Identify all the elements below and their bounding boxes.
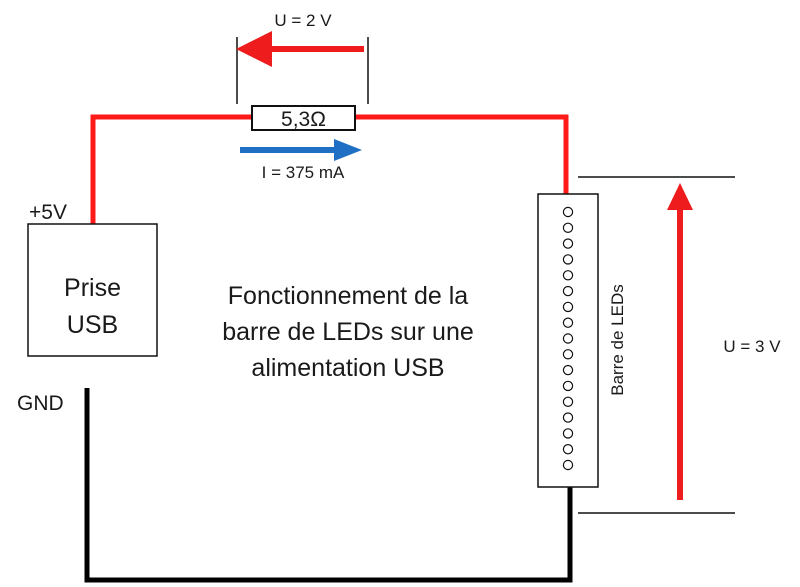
title-line2: barre de LEDs sur une: [222, 318, 474, 346]
led-dot: [562, 254, 574, 265]
led-dot: [562, 396, 574, 407]
led-dot: [562, 428, 574, 439]
led-dot: [562, 222, 574, 233]
led-dot: [562, 270, 574, 281]
usb-socket-label-line2: USB: [67, 311, 118, 339]
resistor-value-label: 5,3Ω: [281, 108, 326, 131]
led-dot: [562, 444, 574, 455]
led-dot: [562, 412, 574, 423]
led-dot: [562, 459, 574, 471]
resistor-body: [251, 105, 356, 131]
led-dot: [562, 317, 574, 328]
led-dots: [562, 206, 574, 471]
resistor-voltage-indicator: U = 2 V: [236, 11, 369, 104]
diagram-title: Fonctionnement de la barre de LEDs sur u…: [222, 282, 474, 382]
led-bar: Barre de LEDs: [537, 193, 627, 488]
led-dot: [562, 301, 574, 313]
led-dot: [562, 380, 574, 392]
positive-wire: [90, 114, 252, 224]
led-dot: [562, 333, 574, 344]
title-line3: alimentation USB: [251, 354, 444, 382]
usb-socket: +5V Prise USB GND: [17, 201, 158, 415]
positive-terminal-label: +5V: [29, 201, 67, 224]
led-dot: [562, 349, 574, 360]
led-voltage-label: U = 3 V: [723, 337, 781, 356]
led-dot: [562, 238, 574, 249]
positive-wire-right: [355, 114, 569, 194]
usb-socket-box: [27, 223, 158, 357]
led-voltage-arrow-head: [667, 183, 693, 210]
led-dot: [562, 285, 574, 297]
led-dot: [562, 364, 574, 376]
led-dot: [562, 206, 574, 218]
ground-wire: [84, 388, 573, 583]
current-indicator: I = 375 mA: [240, 139, 362, 182]
resistor: 5,3Ω: [251, 105, 356, 131]
resistor-voltage-label: U = 2 V: [274, 11, 332, 30]
usb-socket-label-line1: Prise: [64, 274, 121, 302]
led-voltage-indicator: U = 3 V: [578, 176, 781, 514]
current-arrow-head: [334, 139, 362, 161]
ground-terminal-label: GND: [17, 392, 64, 415]
current-label: I = 375 mA: [262, 163, 345, 182]
led-bar-label: Barre de LEDs: [608, 284, 627, 396]
title-line1: Fonctionnement de la: [228, 282, 469, 310]
